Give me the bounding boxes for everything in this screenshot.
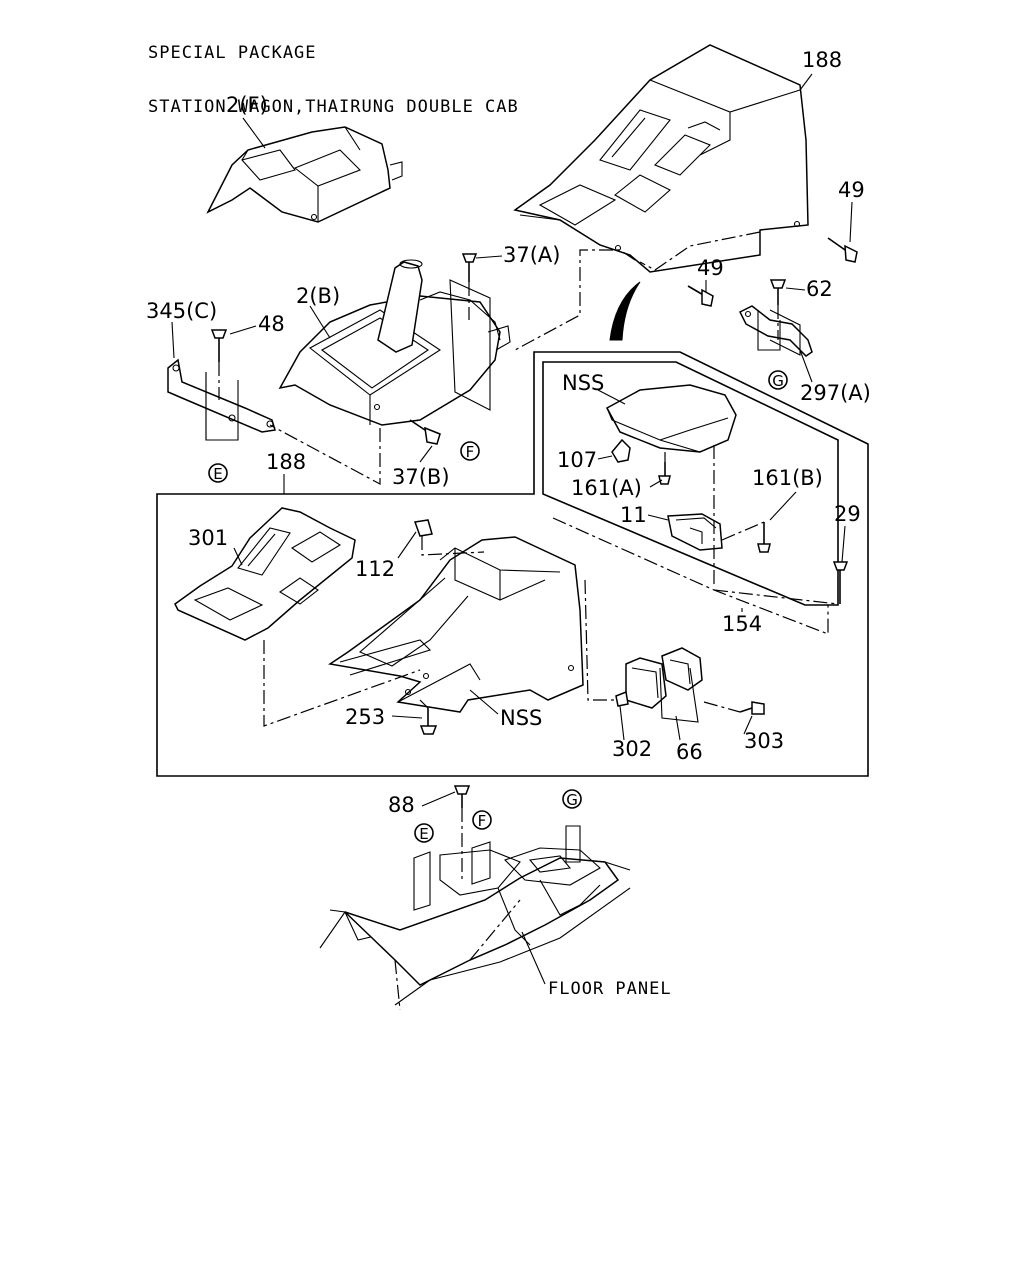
label-297A: 297(A) <box>800 381 871 405</box>
callout-F-2-text: F <box>478 812 487 830</box>
label-188-top: 188 <box>802 48 842 72</box>
part-188-rear-console <box>513 44 809 273</box>
screw-88 <box>453 785 471 808</box>
label-49-b: 49 <box>697 256 724 280</box>
direction-arrow-icon <box>609 281 641 341</box>
label-leaders <box>171 73 853 985</box>
callout-G-1-text: G <box>772 372 784 390</box>
callout-E-2: E <box>414 823 434 843</box>
armrest-detail-frame <box>542 361 839 606</box>
callout-E-1-text: E <box>213 465 222 483</box>
part-345C-bracket <box>167 358 276 441</box>
label-floor-panel: FLOOR PANEL <box>548 979 672 999</box>
leader-lines <box>205 231 839 911</box>
part-11-latch <box>667 513 723 551</box>
callout-E-1: E <box>208 463 228 483</box>
screw-49-b <box>687 285 714 307</box>
label-NSS-top: NSS <box>562 371 604 395</box>
label-37B: 37(B) <box>392 465 450 489</box>
part-188-console-body <box>328 536 584 713</box>
label-161A: 161(A) <box>571 476 642 500</box>
label-88: 88 <box>388 793 415 817</box>
part-66-ashtray <box>625 647 703 723</box>
label-NSS-bottom: NSS <box>500 706 542 730</box>
floor-panel-assembly <box>319 847 631 1011</box>
header-line-1: SPECIAL PACKAGE <box>148 43 317 63</box>
label-303: 303 <box>744 729 784 753</box>
callout-G-1: G <box>768 370 788 390</box>
screw-48 <box>210 329 228 362</box>
part-302-nut <box>615 690 629 707</box>
label-49-a: 49 <box>838 178 865 202</box>
label-2B: 2(B) <box>296 284 340 308</box>
header-line-2: STATION WAGON,THAIRUNG DOUBLE CAB <box>148 97 519 117</box>
callout-F-1: F <box>460 441 480 461</box>
callout-G-2: G <box>562 789 582 809</box>
label-154: 154 <box>722 612 762 636</box>
screw-29 <box>832 561 849 604</box>
callout-F-2: F <box>472 810 492 830</box>
screw-49-a <box>827 237 858 263</box>
label-37A: 37(A) <box>503 243 560 267</box>
label-301: 301 <box>188 526 228 550</box>
label-29: 29 <box>834 502 861 526</box>
screw-37B <box>409 419 441 445</box>
label-112: 112 <box>355 557 395 581</box>
screw-62 <box>769 279 787 305</box>
callout-F-1-text: F <box>466 443 475 461</box>
label-66: 66 <box>676 740 703 764</box>
part-112-clip <box>413 519 433 537</box>
label-2F: 2(F) <box>226 93 268 117</box>
screw-37A <box>461 253 478 282</box>
part-2B-shift-boot-cover <box>278 259 511 426</box>
label-188-mid: 188 <box>266 450 306 474</box>
diagram-header: SPECIAL PACKAGE STATION WAGON,THAIRUNG D… <box>148 8 519 134</box>
part-NSS-armrest-lid <box>605 384 737 453</box>
callout-E-2-text: E <box>419 825 428 843</box>
label-345C: 345(C) <box>146 299 217 323</box>
screw-161B <box>757 522 771 553</box>
screw-253 <box>419 708 438 735</box>
label-11: 11 <box>620 503 647 527</box>
part-2F-shift-cover <box>206 126 403 223</box>
part-301-console-top-panel <box>174 507 356 641</box>
label-107: 107 <box>557 448 597 472</box>
label-62: 62 <box>806 277 833 301</box>
label-161B: 161(B) <box>752 466 823 490</box>
callout-G-2-text: G <box>566 791 578 809</box>
screw-303 <box>739 701 765 715</box>
label-48: 48 <box>258 312 285 336</box>
part-297A-bracket <box>738 305 813 357</box>
part-107-clip <box>611 438 631 463</box>
label-253: 253 <box>345 705 385 729</box>
console-detail-frame <box>156 351 869 777</box>
label-302: 302 <box>612 737 652 761</box>
